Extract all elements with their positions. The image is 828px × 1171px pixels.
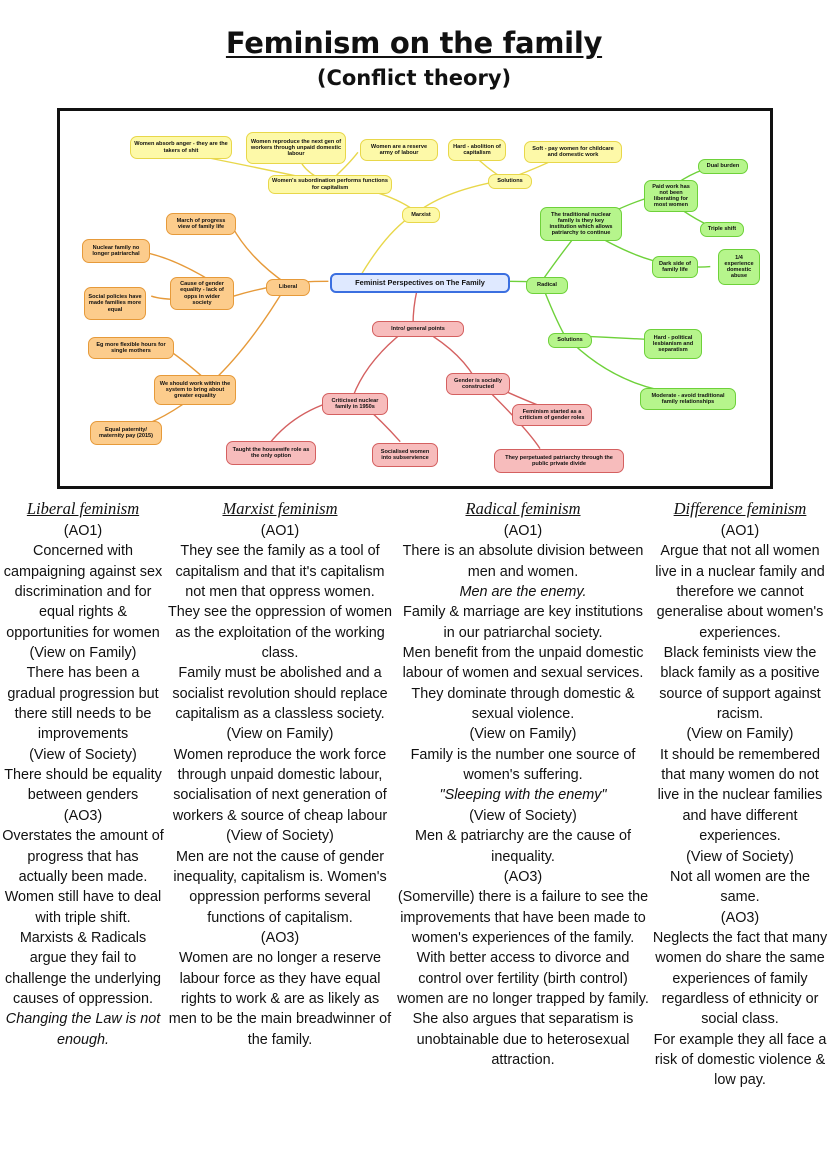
col-line: Family must be abolished and a socialist… [172, 665, 388, 723]
mindmap-marxist-soft: Soft - pay women for childcare and domes… [524, 141, 622, 163]
col-line: (View of Society) [29, 746, 137, 763]
mindmap-intro-criticised: Criticised nuclear family in 1950s [322, 393, 388, 415]
mindmap-liberal: Liberal [266, 279, 310, 296]
mind-map-connectors [141, 151, 715, 449]
mindmap-liberal-nuclear: Nuclear family no longer patriarchal [82, 239, 150, 263]
mindmap-liberal-paternity: Equal paternity/ maternity pay (2015) [90, 421, 162, 445]
col-line: With better access to divorce and contro… [397, 950, 649, 1007]
col-line: (View of Society) [226, 828, 334, 845]
mindmap-marxist-solutions: Solutions [488, 174, 532, 189]
col-line: There should be equality between genders [4, 767, 162, 804]
col-line: (AO3) [503, 868, 543, 885]
difference-feminism-heading: Difference feminism [673, 499, 807, 518]
mindmap-radical-solutions: Solutions [548, 333, 592, 348]
col-line: (View on Family) [469, 726, 577, 743]
mindmap-radical-traditional: The traditional nuclear family is they k… [540, 207, 622, 241]
mindmap-liberal-cause: Cause of gender equality - lack of opps … [170, 277, 234, 310]
col-line: It should be remembered that many women … [657, 746, 823, 845]
mindmap-radical-quarter: 1/4 experience domestic abuse [718, 249, 760, 285]
col-line: (View on Family) [226, 726, 334, 743]
col-line: (AO1) [260, 523, 300, 539]
difference-feminism-column: Difference feminism (AO1) Argue that not… [652, 497, 828, 1091]
mindmap-intro-socialised: Socialised women into subservience [372, 443, 438, 467]
col-line: Women still have to deal with triple shi… [4, 889, 162, 926]
col-line: Overstates the amount of progress that h… [2, 828, 164, 885]
col-line: She also argues that separatism is unobt… [412, 1011, 634, 1068]
col-line: Men are not the cause of gender inequali… [173, 848, 387, 926]
mindmap-intro: Intro/ general points [372, 321, 464, 337]
col-line: Women are no longer a reserve labour for… [168, 950, 392, 1048]
col-line: "Sleeping with the enemy" [439, 787, 607, 804]
col-line: Women reproduce the work force through u… [172, 746, 388, 824]
mindmap-radical-dark: Dark side of family life [652, 256, 698, 278]
col-line: (AO3) [63, 807, 103, 824]
mindmap-marxist-subordination: Women's subordination performs functions… [268, 175, 392, 194]
mindmap-intro-gender: Gender is socially constructed [446, 373, 510, 395]
col-line: (AO3) [260, 929, 300, 946]
marxist-feminism-column: Marxist feminism (AO1) They see the fami… [166, 497, 394, 1050]
mindmap-intro-perpetuated: They perpetuated patriarchy through the … [494, 449, 624, 473]
mindmap-marxist-abolition: Hard - abolition of capitalism [448, 139, 506, 161]
mindmap-marxist-reserve: Women are a reserve army of labour [360, 139, 438, 161]
col-line: (View of Society) [686, 848, 794, 865]
mindmap-radical-triple: Triple shift [700, 222, 744, 237]
col-line: For example they all face a risk of dome… [653, 1031, 827, 1089]
col-line: (AO1) [503, 523, 543, 539]
col-line: There has been a gradual progression but… [7, 665, 159, 743]
mindmap-radical-dual: Dual burden [698, 159, 748, 174]
col-line: (Somerville) there is a failure to see t… [397, 889, 649, 946]
col-line: Not all women are the same. [670, 868, 810, 906]
mindmap-liberal-flexible: Eg more flexible hours for single mother… [88, 337, 174, 359]
marxist-feminism-heading: Marxist feminism [222, 499, 338, 518]
mindmap-radical-paid-work: Paid work has not been liberating for mo… [644, 180, 698, 212]
mindmap-liberal-policies: Social policies have made families more … [84, 287, 146, 320]
col-line: (AO1) [63, 523, 103, 539]
col-line: (View of Society) [469, 807, 577, 824]
radical-feminism-heading: Radical feminism [465, 499, 581, 518]
col-line: (View on Family) [686, 726, 794, 743]
col-line: Family is the number one source of women… [410, 746, 636, 784]
mindmap-center: Feminist Perspectives on The Family [330, 273, 510, 293]
col-line: (AO3) [720, 909, 760, 926]
mind-map: Feminist Perspectives on The Family Marx… [57, 108, 773, 489]
col-line: Family & marriage are key institutions i… [403, 604, 643, 641]
mindmap-marxist: Marxist [402, 207, 440, 223]
col-line: Men are the enemy. [459, 584, 587, 601]
col-line: (View on Family) [29, 645, 137, 662]
mindmap-liberal-work-within: We should work within the system to brin… [154, 375, 236, 405]
col-line: Argue that not all women live in a nucle… [655, 543, 825, 641]
radical-feminism-column: Radical feminism (AO1) There is an absol… [396, 497, 650, 1070]
mindmap-radical-moderate: Moderate - avoid traditional family rela… [640, 388, 736, 410]
mindmap-marxist-reproduce: Women reproduce the next gen of workers … [246, 132, 346, 164]
mindmap-marxist-anger: Women absorb anger - they are the takers… [130, 136, 232, 159]
col-line: Men benefit from the unpaid domestic lab… [402, 645, 644, 723]
col-line: Concerned with campaigning against sex d… [3, 543, 163, 641]
col-line: Black feminists view the black family as… [659, 645, 821, 723]
col-line: They see the oppression of women as the … [168, 604, 392, 662]
mindmap-radical: Radical [526, 277, 568, 294]
mindmap-intro-housewife: Taught the housewife role as the only op… [226, 441, 316, 465]
col-line: Marxists & Radicals argue they fail to c… [4, 929, 161, 1007]
liberal-feminism-column: Liberal feminism (AO1) Concerned with ca… [2, 497, 164, 1050]
col-line: Men & patriarchy are the cause of inequa… [415, 828, 631, 865]
col-line: Changing the Law is not enough. [5, 1011, 161, 1048]
mindmap-intro-started: Feminism started as a criticism of gende… [512, 404, 592, 426]
col-line: Neglects the fact that many women do sha… [652, 929, 828, 1028]
page-title: Feminism on the family [225, 26, 603, 60]
page-subtitle: (Conflict theory) [316, 66, 512, 90]
mindmap-liberal-march: March of progress view of family life [166, 213, 236, 235]
col-line: They see the family as a tool of capital… [175, 543, 385, 601]
col-line: (AO1) [720, 523, 760, 539]
liberal-feminism-heading: Liberal feminism [26, 499, 140, 518]
mindmap-radical-political: Hard - political lesbianism and separati… [644, 329, 702, 359]
col-line: There is an absolute division between me… [402, 543, 644, 580]
